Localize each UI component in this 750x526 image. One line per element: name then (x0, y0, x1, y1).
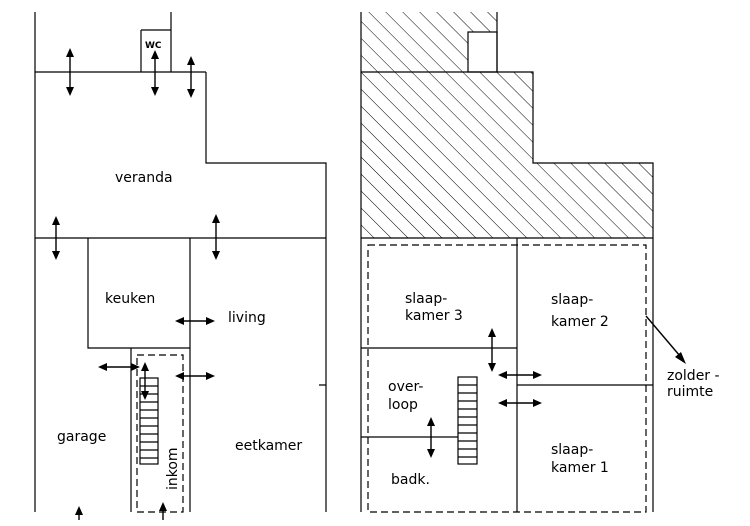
ground-floor-walls (34, 12, 327, 512)
room-label-eetkamer: eetkamer (235, 438, 302, 454)
door-arrow-icon (66, 48, 74, 96)
room-label-garage: garage (57, 429, 106, 445)
room-label-slaapkamer-3-line2: kamer 3 (405, 308, 463, 324)
door-arrow-icon (175, 317, 215, 325)
room-label-slaapkamer-1-line1: slaap- (551, 442, 593, 458)
ground-floor-stair (139, 377, 159, 465)
first-floor-stair (457, 376, 478, 465)
door-arrow-icon (488, 328, 496, 372)
ground-floor-plan: WC veranda keuken living garage inkom ee… (34, 12, 327, 520)
door-arrow-icon (427, 417, 435, 458)
room-label-inkom: inkom (165, 447, 181, 490)
room-label-zolderruimte-line1: zolder - (667, 368, 720, 384)
door-arrow-icon (159, 502, 167, 520)
inkom-hallway-dashed (136, 354, 184, 513)
room-label-badk: badk. (391, 472, 430, 488)
leader-arrow-icon (645, 315, 686, 364)
door-arrow-icon (151, 50, 159, 96)
room-label-overloop-line2: loop (388, 397, 418, 413)
room-label-wc: WC (145, 41, 162, 51)
room-label-veranda: veranda (115, 170, 173, 186)
first-floor-plan: slaap- kamer 3 slaap- kamer 2 over- loop… (360, 12, 720, 513)
door-arrow-icon (141, 362, 149, 400)
door-arrow-icon (52, 216, 60, 260)
door-arrow-icon (212, 214, 220, 260)
room-label-living: living (228, 310, 266, 326)
door-arrow-icon (98, 363, 140, 371)
room-label-slaapkamer-2-line1: slaap- (551, 292, 593, 308)
door-arrow-icon (187, 56, 195, 98)
room-label-keuken: keuken (105, 291, 155, 307)
door-arrow-icon (75, 506, 83, 520)
room-label-overloop-line1: over- (388, 379, 423, 395)
room-label-slaapkamer-2-line2: kamer 2 (551, 314, 609, 330)
room-label-slaapkamer-3-line1: slaap- (405, 291, 447, 307)
hatched-roof-area (361, 12, 653, 238)
door-arrow-icon (498, 399, 542, 407)
door-arrow-icon (175, 372, 215, 380)
room-label-slaapkamer-1-line2: kamer 1 (551, 460, 609, 476)
first-floor-dashed-outline (367, 244, 647, 513)
door-arrow-icon (498, 371, 542, 379)
room-label-zolderruimte-line2: ruimte (667, 384, 713, 400)
chimney-box (467, 31, 498, 73)
